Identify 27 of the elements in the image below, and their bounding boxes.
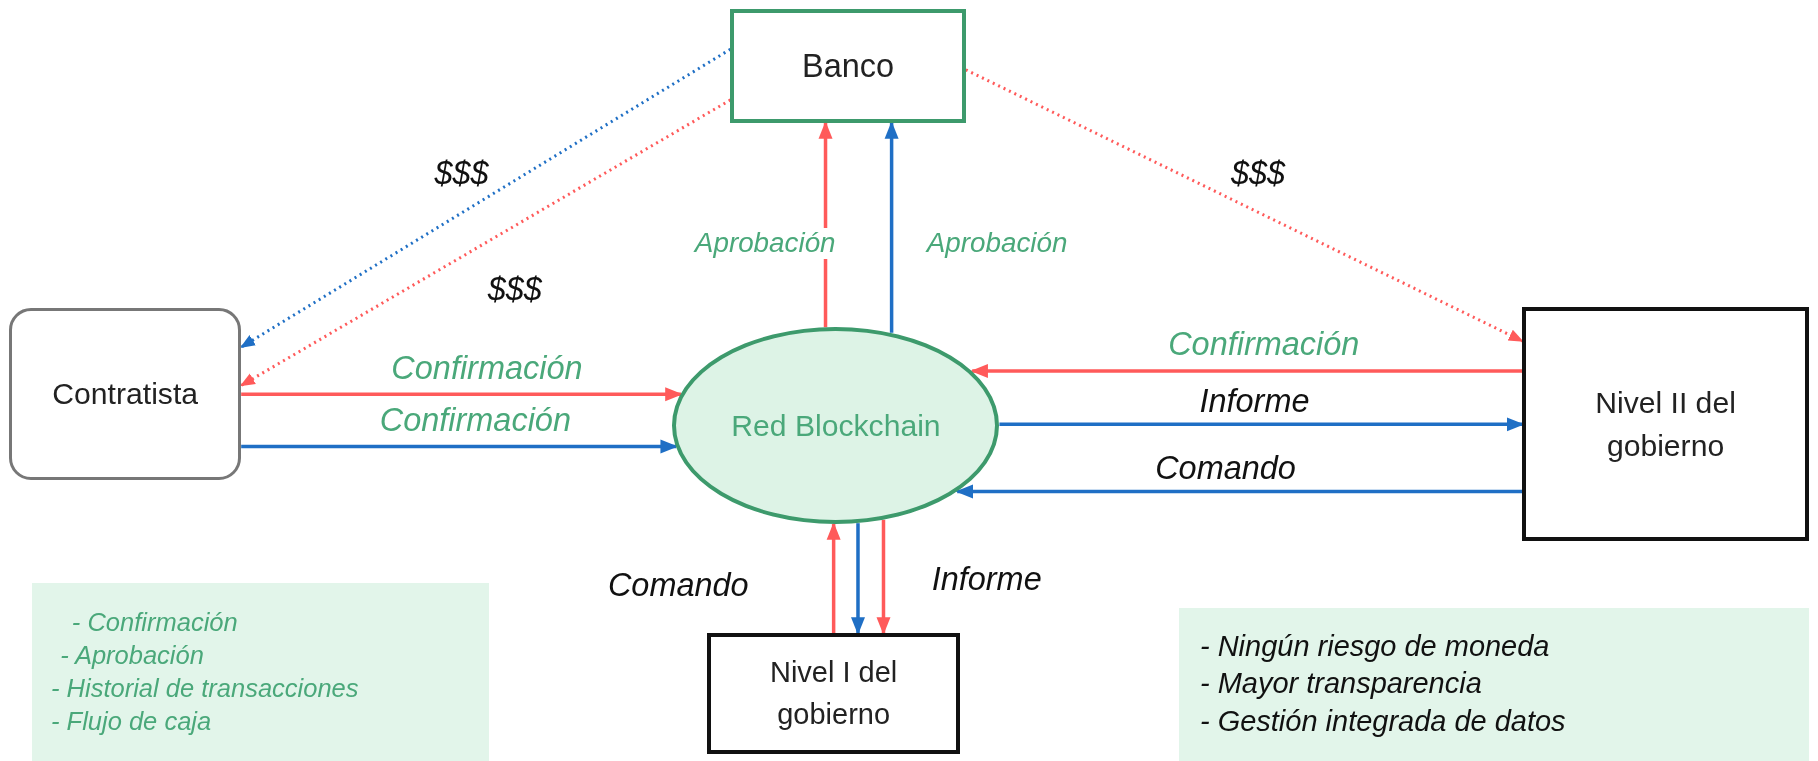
node-label: Contratista [52,376,199,413]
node-label: Banco [802,47,895,85]
node-label: Red Blockchain [731,407,941,444]
arrow [884,121,899,333]
bullet-item: - Gestión integrada de datos [1200,703,1566,739]
arrow [826,522,841,634]
dotted-arrow [239,98,732,387]
node-label: Nivel II del gobierno [1594,384,1737,465]
government-level-ii-box [1522,307,1809,542]
dotted-arrow [239,47,732,349]
bullet-item: - Ningún riesgo de moneda [1200,628,1550,664]
bullet-item: - Flujo de caja [51,706,212,737]
bullet-item: - Aprobación [60,639,204,671]
bullet-item: - Historial de transacciones [51,672,359,704]
dotted-arrow [965,68,1524,343]
bullet-item: - Confirmación [71,606,238,638]
edge-label: Aprobación [692,228,838,259]
contractor-box [9,308,242,480]
arrow [851,523,865,635]
node-label: Nivel I del gobierno [769,655,899,733]
advantages-panel [1179,607,1809,761]
arrow [955,484,1523,499]
government-level-i-box [707,633,960,754]
benefits-panel [32,583,490,761]
bank-box [730,9,966,123]
bullet-item: - Mayor transparencia [1200,666,1482,702]
arrow [970,364,1523,378]
